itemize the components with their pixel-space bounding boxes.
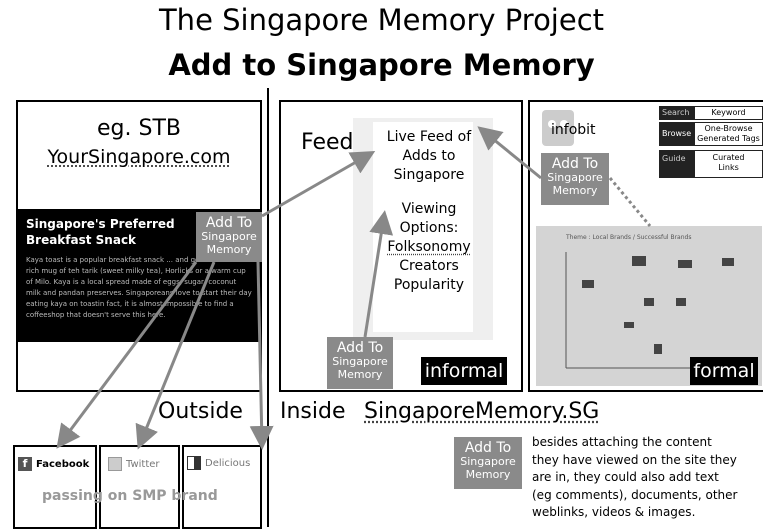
add-button-line3: Memory: [206, 242, 252, 256]
add-button-line2: Singapore: [332, 355, 388, 369]
passing-brand-label: passing on SMP brand: [42, 488, 218, 504]
menu-value: One-Browse Generated Tags: [694, 122, 763, 146]
live-feed-line: Singapore: [393, 167, 465, 183]
viewing-line: Creators: [399, 258, 459, 274]
menu-row-browse[interactable]: Browse One-Browse Generated Tags: [659, 122, 763, 146]
add-button-line3: Memory: [552, 183, 598, 197]
add-button-line2: Singapore: [547, 171, 603, 185]
eg-label: eg. STB: [97, 116, 181, 141]
add-button-line3: Memory: [337, 367, 383, 381]
twitter-share[interactable]: Twitter: [108, 457, 160, 471]
live-feed-text: Live Feed of Adds to Singapore: [373, 128, 485, 185]
twitter-label: Twitter: [126, 458, 160, 470]
note-line: are in, they could also add text: [532, 470, 719, 484]
menu-key: Browse: [662, 129, 692, 138]
formal-label: formal: [690, 357, 758, 385]
infobit-area: [538, 106, 578, 150]
infobit-label: infobit: [551, 122, 596, 138]
viewing-line[interactable]: Folksonomy: [387, 239, 471, 255]
add-to-memory-button-bottom[interactable]: Add To Singapore Memory: [454, 437, 522, 489]
inside-label: Inside: [280, 399, 346, 424]
menu: Search Keyword Browse One-Browse Generat…: [659, 106, 763, 178]
middle-panel: Feed Live Feed of Adds to Singapore View…: [279, 100, 523, 392]
facebook-label: Facebook: [36, 458, 90, 470]
page-subtitle: Add to Singapore Memory: [168, 48, 595, 82]
note-line: they have viewed on the site they: [532, 452, 737, 467]
article-title-2: Breakfast Snack: [26, 233, 137, 247]
twitter-icon: [108, 457, 122, 471]
menu-row-search[interactable]: Search Keyword: [659, 106, 763, 120]
delicious-icon: [187, 456, 201, 470]
add-to-memory-button-left[interactable]: Add To Singapore Memory: [196, 212, 262, 262]
menu-value: Keyword: [694, 106, 763, 120]
delicious-share[interactable]: Delicious: [187, 456, 250, 470]
feed-label: Feed: [301, 130, 354, 155]
add-button-line1: Add To: [336, 340, 384, 356]
article-body: Kaya toast is a popular breakfast snack …: [26, 256, 252, 319]
menu-row-guide[interactable]: Guide Curated Links: [659, 150, 763, 178]
viewing-options: Viewing Options: Folksonomy Creators Pop…: [373, 200, 485, 295]
live-feed-line: Adds to: [402, 148, 456, 164]
right-panel: [528, 100, 763, 392]
menu-value: Curated Links: [694, 150, 763, 178]
inside-site-label: SingaporeMemory.SG: [364, 399, 600, 424]
add-button-line2: Singapore: [460, 455, 516, 469]
infobit-robot-icon: [542, 110, 574, 146]
add-button-line1: Add To: [205, 215, 253, 231]
facebook-share[interactable]: f Facebook: [18, 457, 89, 471]
informal-label: informal: [421, 357, 507, 385]
sketch-title: Theme : Local Brands / Successful Brands: [566, 234, 692, 241]
facebook-icon: f: [18, 457, 32, 471]
viewing-line: Popularity: [393, 277, 465, 293]
add-button-line1: Add To: [551, 156, 599, 172]
note-line: weblinks, videos & images.: [532, 505, 696, 519]
outside-label: Outside: [158, 399, 243, 424]
site-label: YourSingapore.com: [47, 146, 231, 168]
note-line: (eg comments), documents, other: [532, 487, 738, 502]
page-title: The Singapore Memory Project: [158, 3, 605, 37]
menu-key: Search: [662, 108, 690, 117]
viewing-line: Viewing: [401, 201, 457, 217]
note-text: besides attaching the content they have …: [532, 434, 763, 522]
add-to-memory-button-right[interactable]: Add To Singapore Memory: [541, 153, 609, 205]
note-line: besides attaching the content: [532, 435, 712, 449]
menu-key: Guide: [662, 154, 686, 163]
add-button-line3: Memory: [465, 467, 511, 481]
add-button-line1: Add To: [464, 440, 512, 456]
add-to-memory-button-middle[interactable]: Add To Singapore Memory: [327, 337, 393, 389]
delicious-label: Delicious: [205, 457, 251, 469]
add-button-line2: Singapore: [201, 230, 257, 244]
live-feed-line: Live Feed of: [386, 129, 472, 145]
divider: [267, 88, 269, 527]
sketch-drawing: [565, 252, 756, 369]
viewing-line: Options:: [399, 220, 459, 236]
article-title-1: Singapore's Preferred: [26, 217, 175, 231]
